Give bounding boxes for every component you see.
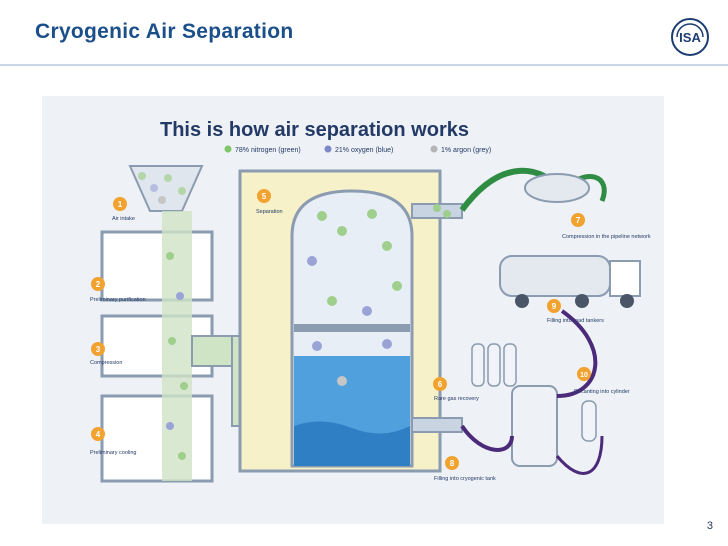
step-7-label: Compression in the pipeline network — [562, 234, 651, 240]
process-steps: 1 Air intake 2 Preliminary purification … — [90, 189, 651, 482]
step-1-number: 1 — [118, 200, 123, 209]
logo-text: ISA — [679, 30, 701, 45]
step-9-badge — [547, 299, 561, 313]
left-process-column — [100, 165, 263, 483]
step-1-badge — [113, 197, 127, 211]
legend-oxygen-dot — [324, 145, 332, 153]
header-divider — [0, 64, 728, 66]
step-2-number: 2 — [96, 280, 101, 289]
step-4-number: 4 — [96, 430, 101, 439]
step-10-number: 10 — [580, 372, 588, 379]
distribution-equipment — [459, 167, 641, 475]
step-3-badge — [91, 342, 105, 356]
step-7-badge — [571, 213, 585, 227]
legend: 78% nitrogen (green) 21% oxygen (blue) 1… — [224, 145, 491, 154]
legend-argon: 1% argon (grey) — [441, 147, 491, 154]
step-4-badge — [91, 427, 105, 441]
step-7-number: 7 — [576, 216, 581, 225]
step-5-badge — [257, 189, 271, 203]
step-8-badge — [445, 456, 459, 470]
step-10-label: Decanting into cylinder — [574, 389, 630, 395]
step-2-badge — [91, 277, 105, 291]
step-6-number: 6 — [438, 380, 443, 389]
step-10-badge — [577, 367, 591, 381]
illustration-canvas: This is how air separation works 78% nit… — [90, 119, 651, 483]
step-6-label: Rare gas recovery — [434, 396, 479, 402]
isa-logo: ISA — [671, 18, 709, 56]
separation-column — [238, 169, 463, 473]
gas-molecules — [138, 172, 451, 460]
illustration-heading: This is how air separation works — [160, 119, 469, 141]
step-5-label: Separation — [256, 209, 283, 215]
slide-number: 3 — [706, 520, 713, 532]
step-8-number: 8 — [450, 459, 455, 468]
step-3-number: 3 — [96, 345, 101, 354]
step-2-label: Preliminary purification — [90, 297, 146, 303]
step-6-badge — [433, 377, 447, 391]
slide-header: Cryogenic Air Separation ISA — [0, 0, 728, 70]
step-9-label: Filling into road tankers — [547, 318, 604, 324]
air-separation-illustration: This is how air separation works 78% nit… — [42, 96, 664, 524]
legend-oxygen: 21% oxygen (blue) — [335, 147, 393, 154]
legend-argon-dot — [430, 145, 438, 153]
step-5-number: 5 — [262, 192, 267, 201]
slide-title: Cryogenic Air Separation — [35, 20, 294, 43]
legend-nitrogen: 78% nitrogen (green) — [235, 147, 301, 154]
step-1-label: Air intake — [112, 216, 135, 222]
legend-nitrogen-dot — [224, 145, 232, 153]
step-3-label: Compression — [90, 360, 122, 366]
step-8-label: Filling into cryogenic tank — [434, 476, 496, 482]
step-9-number: 9 — [552, 302, 557, 311]
step-4-label: Preliminary cooling — [90, 450, 136, 456]
